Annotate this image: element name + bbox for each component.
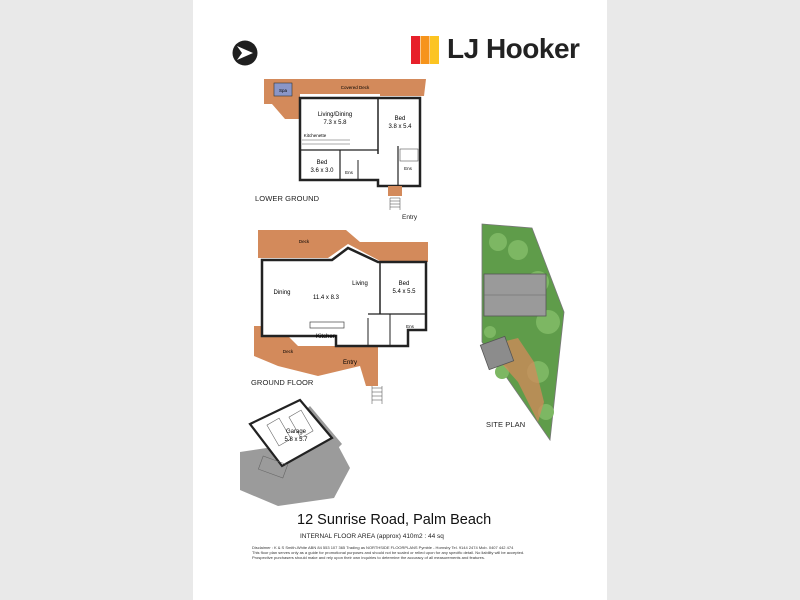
property-address: 12 Sunrise Road, Palm Beach xyxy=(297,512,492,528)
dining-label: Dining xyxy=(273,290,290,296)
internal-floor-area: INTERNAL FLOOR AREA (approx) 410m2 : 44 … xyxy=(300,533,444,540)
site-plan-label: SITE PLAN xyxy=(486,420,526,429)
dining-size: 11.4 x 8.3 xyxy=(313,295,340,301)
living-label: Living xyxy=(352,281,368,287)
brand-name: LJ Hooker xyxy=(447,33,580,64)
spa-label: Spa xyxy=(279,88,288,93)
ens-label: Ens xyxy=(345,170,354,175)
brand-mark-icon xyxy=(411,36,439,64)
bed-size: 3.6 x 3.0 xyxy=(310,168,334,174)
ens-label: Ens xyxy=(406,324,415,329)
site-plan xyxy=(479,223,565,442)
brand-logo: LJ Hooker xyxy=(411,33,581,67)
disclaimer-line: This floor plan serves only as a guide f… xyxy=(252,550,525,556)
bed-label: Bed xyxy=(399,281,410,287)
ground-floor-plan: Deck Deck Dining 11.4 x 8.3 Living Bed 5… xyxy=(254,230,428,404)
living-dining-size: 7.3 x 5.8 xyxy=(323,120,347,126)
deck-label: Deck xyxy=(299,239,310,244)
compass-north-icon xyxy=(232,40,258,66)
lower-ground-label: LOWER GROUND xyxy=(255,194,320,203)
kitchen-label: Kitchen xyxy=(316,334,336,340)
garage-size: 5.8 x 5.7 xyxy=(284,437,308,443)
entry-label: Entry xyxy=(343,360,357,366)
ens-label: Ens xyxy=(404,166,413,171)
living-dining-label: Living/Dining xyxy=(318,112,352,118)
lower-entry-label: Entry xyxy=(402,214,418,221)
bed-size: 3.8 x 5.4 xyxy=(388,124,412,130)
garage-label: Garage xyxy=(286,429,307,435)
garage-plan: Garage 5.8 x 5.7 xyxy=(240,398,350,506)
disclaimer: Disclaimer : K & S Smith-White ABN 84 55… xyxy=(252,545,552,561)
bed-label: Bed xyxy=(317,160,328,166)
kitchenette-label: Kitchenette xyxy=(304,133,327,138)
disclaimer-line: Disclaimer : K & S Smith-White ABN 84 55… xyxy=(252,545,514,550)
disclaimer-line: Prospective purchasers should make and r… xyxy=(252,555,486,561)
bed-label: Bed xyxy=(395,116,406,122)
lower-ground-plan: Spa Covered Deck Living/Dining 7.3 x 5.8… xyxy=(264,79,426,210)
deck-label: Deck xyxy=(283,349,294,354)
covered-deck-label: Covered Deck xyxy=(341,85,370,90)
bed-size: 5.4 x 5.5 xyxy=(392,289,416,295)
ground-floor-label: GROUND FLOOR xyxy=(251,378,314,387)
